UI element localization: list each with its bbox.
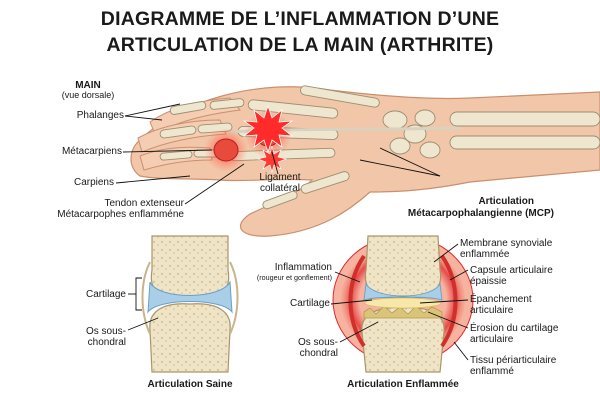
label-carpiens: Carpiens	[73, 177, 114, 188]
inflammation-burst-icon	[242, 104, 294, 154]
thumb-bones	[262, 171, 350, 210]
inflamed-label-os-line2: chondral	[299, 348, 338, 359]
hand-leader-lines	[115, 103, 441, 205]
label-phalanges: Phalanges	[76, 110, 124, 121]
label-tendon-line2: Métacarpophes enflamméne	[57, 209, 184, 220]
label-ligament-line2: collatéral	[259, 183, 301, 194]
healthy-label-os-line1: Os sous-	[85, 326, 126, 337]
inflamed-label-membrane-line1: Membrane synoviale	[460, 238, 553, 249]
healthy-leader-lines	[127, 277, 159, 331]
inflamed-label-erosion: Érosion du cartilage	[470, 323, 559, 334]
inflamed-label-cartilage: Cartilage	[289, 298, 330, 309]
label-tendon-line1: Tendon extenseur	[104, 198, 184, 209]
healthy-capsule-left	[141, 261, 151, 335]
diagram-title-line2: ARTICULATION DE LA MAIN (ARTHRITE)	[106, 34, 494, 56]
inflamed-label-membrane-line2: enflammée	[460, 249, 510, 260]
hand-view-subtitle: (vue dorsale)	[61, 90, 115, 100]
inflamed-label-inflammation: Inflammation	[274, 262, 332, 273]
healthy-joint-illustration	[141, 235, 239, 373]
label-mcp-line1: Articulation	[478, 196, 534, 207]
joint-effusion	[364, 297, 442, 309]
inflamed-label-tissu-line2: enflammé	[470, 366, 514, 377]
metacarpal-bones	[229, 85, 380, 162]
healthy-joint-caption: Articulation Saine	[147, 379, 233, 390]
healthy-capsule-right	[229, 261, 239, 335]
inflamed-label-epanchement-line1: Épanchement	[470, 294, 532, 305]
inflamed-label-erosion-line2: articulaire	[470, 334, 514, 345]
inflamed-joint-1	[213, 138, 239, 162]
inflammation-burst-small-icon	[256, 145, 288, 174]
inflamed-label-os-line1: Os sous-	[297, 337, 338, 348]
inflamed-label-capsule-line2: épaissie	[470, 276, 507, 287]
forearm-bones	[449, 111, 600, 150]
inflamed-label-epanchement-line2: articulaire	[470, 305, 514, 316]
healthy-lower-bone	[149, 303, 231, 373]
inflamed-label-capsule-line1: Capsule articulaire	[470, 265, 553, 276]
carpal-bones	[382, 109, 441, 159]
inflamed-label-inflammation-note: (rougeur et gonflement)	[256, 273, 332, 282]
label-mcp-line2: Métacarpophalangienne (MCP)	[407, 208, 554, 219]
label-ligament-line1: Ligament	[259, 172, 301, 183]
thickened-capsule-left	[348, 254, 366, 348]
healthy-label-cartilage: Cartilage	[85, 289, 126, 300]
label-metacarpiens: Métacarpiens	[61, 146, 122, 157]
hand-view-title: MAIN	[75, 80, 101, 91]
inflamed-joint-caption: Articulation Enflammée	[347, 379, 459, 390]
inflamed-label-tissu-line1: Tissu périarticulaire	[470, 355, 557, 366]
inflamed-leader-lines	[330, 243, 469, 361]
diagram-title-line1: DIAGRAMME DE L’INFLAMMATION D’UNE	[100, 8, 500, 30]
eroded-cartilage	[363, 305, 443, 319]
healthy-cartilage	[147, 280, 233, 314]
healthy-label-os-line2: chondral	[87, 337, 126, 348]
inflamed-cartilage	[363, 282, 443, 301]
inflamed-upper-bone	[364, 235, 442, 299]
inflamed-joint-illustration	[332, 235, 474, 373]
healthy-upper-bone	[150, 235, 230, 301]
